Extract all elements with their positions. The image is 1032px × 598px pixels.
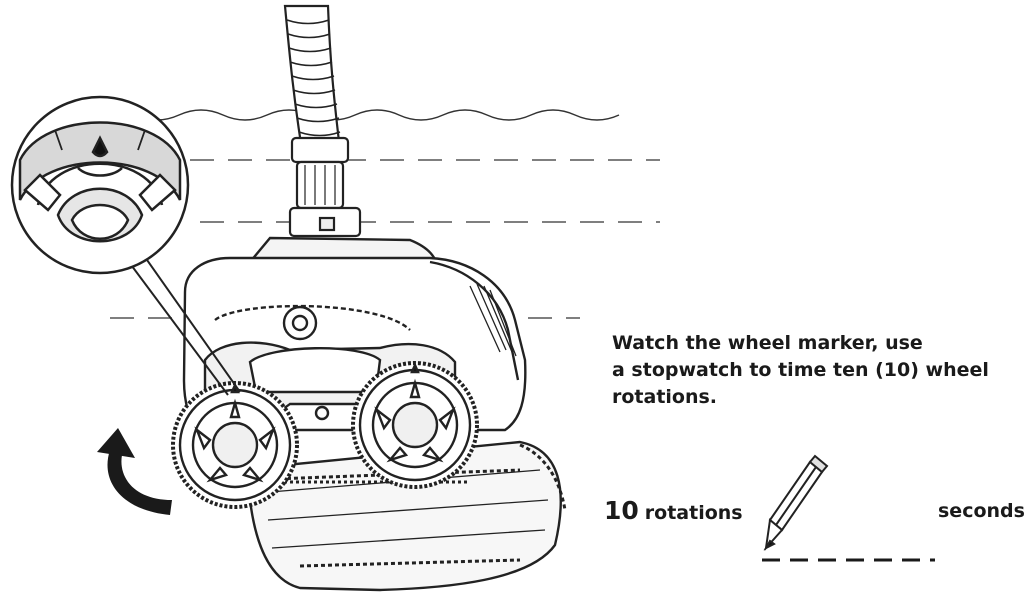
- rotation-unit: rotations: [644, 502, 743, 524]
- hose: [283, 4, 362, 238]
- pencil-icon: [763, 454, 829, 552]
- instruction-line-3: rotations.: [612, 386, 718, 408]
- magnifier-pointer: [119, 249, 241, 396]
- instruction-text: Watch the wheel marker, use a stopwatch …: [612, 330, 1022, 411]
- rotation-count: 10: [604, 496, 639, 525]
- seconds-label: seconds: [938, 500, 1025, 522]
- instruction-line-1: Watch the wheel marker, use: [612, 332, 923, 354]
- right-wheel: [351, 361, 479, 489]
- wheel-marker-magnifier: [10, 95, 190, 275]
- instruction-line-2: a stopwatch to time ten (10) wheel: [612, 359, 989, 381]
- water-surface: [134, 109, 620, 121]
- left-wheel: [171, 381, 299, 509]
- rotation-arrow: [97, 428, 172, 515]
